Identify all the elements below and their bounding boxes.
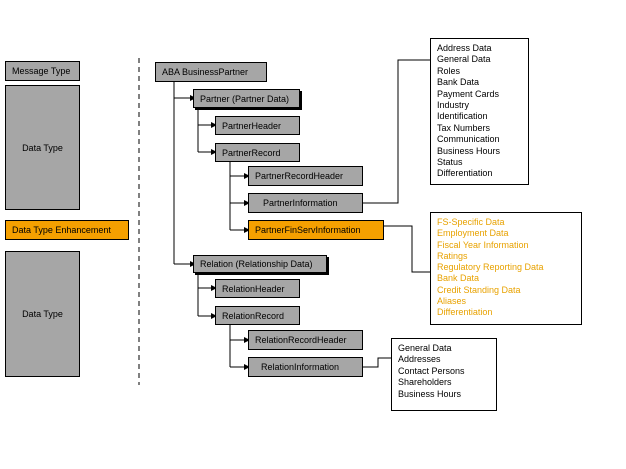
detail-item: Regulatory Reporting Data — [437, 262, 544, 273]
detail-item: Bank Data — [437, 273, 480, 284]
detail-item: Differentiation — [437, 168, 493, 179]
node-partner-record: PartnerRecord — [215, 143, 300, 162]
detail-item: FS-Specific Data — [437, 217, 505, 227]
legend-data-type-top: Data Type — [5, 85, 80, 210]
detail-item: Employment Data — [437, 228, 509, 239]
node-relation-header: RelationHeader — [215, 279, 300, 298]
detail-item: Payment Cards — [437, 88, 500, 99]
detail-item: Industry — [437, 100, 470, 111]
legend-data-type-bottom: Data Type — [5, 251, 80, 377]
node-partner-header: PartnerHeader — [215, 116, 300, 135]
detail-item: Tax Numbers — [437, 122, 491, 133]
node-relation-record-header: RelationRecordHeader — [248, 330, 363, 350]
detail-item: Communication — [437, 134, 500, 145]
detail-item: Business Hours — [398, 388, 462, 399]
legend-data-type-enhancement: Data Type Enhancement — [5, 220, 129, 240]
node-partner-information: PartnerInformation — [248, 193, 363, 213]
node-aba-business-partner: ABA BusinessPartner — [155, 62, 267, 82]
detail-item: Credit Standing Data — [437, 284, 521, 295]
detail-item: Fiscal Year Information — [437, 239, 529, 250]
detail-item: General Data — [398, 343, 452, 353]
detail-item: Roles — [437, 65, 461, 76]
detail-item: Differentiation — [437, 307, 493, 318]
detail-item: Business Hours — [437, 145, 501, 156]
node-relation-record: RelationRecord — [215, 306, 300, 325]
detail-item: Contact Persons — [398, 365, 465, 376]
node-partner: Partner (Partner Data) — [193, 89, 300, 108]
detail-item: Ratings — [437, 250, 468, 261]
detail-item: Bank Data — [437, 77, 480, 88]
detail-item: Identification — [437, 111, 488, 122]
detail-item: Addresses — [398, 354, 441, 365]
detail-item: Shareholders — [398, 377, 452, 388]
node-partner-record-header: PartnerRecordHeader — [248, 166, 363, 186]
detail-item: Status — [437, 157, 463, 168]
node-relation: Relation (Relationship Data) — [193, 255, 327, 273]
detail-item: Address Data — [437, 43, 492, 53]
detail-item: General Data — [437, 54, 491, 65]
node-partner-finserv-information: PartnerFinServInformation — [248, 220, 384, 240]
legend-message-type: Message Type — [5, 61, 80, 81]
node-relation-information: RelationInformation — [248, 357, 363, 377]
detail-item: Aliases — [437, 296, 467, 307]
